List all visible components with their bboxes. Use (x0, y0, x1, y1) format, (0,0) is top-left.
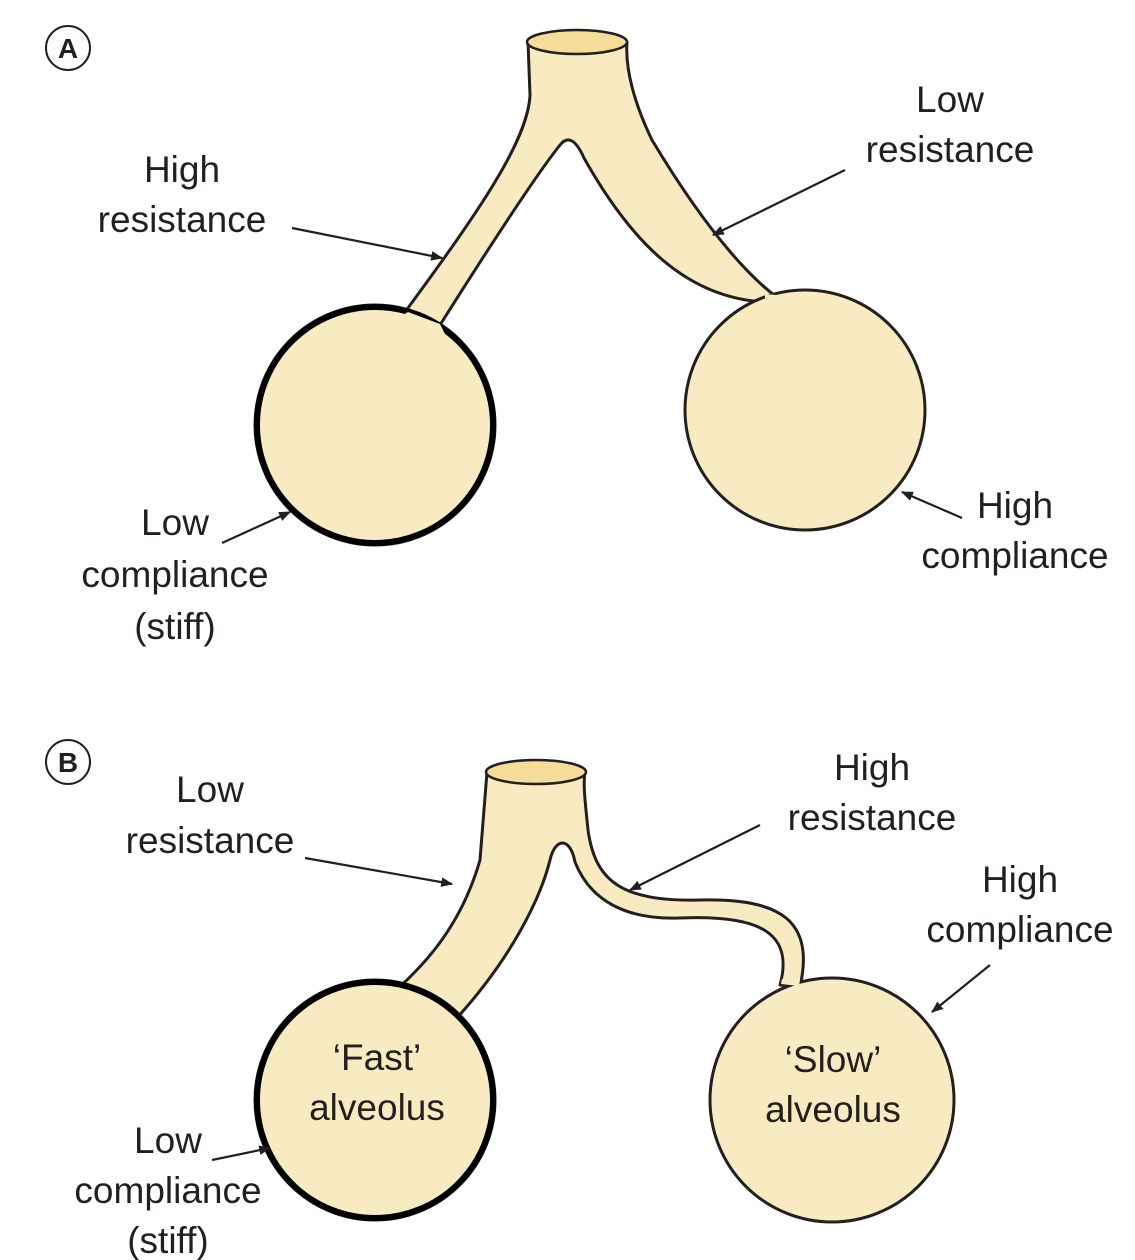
svg-text:High: High (982, 859, 1058, 900)
panel-a-airway (403, 40, 812, 327)
panel-b: B ‘Fast’ alveolus ‘Slow’ alveolus Low re… (45, 739, 1114, 1260)
fast-alveolus-label: ‘Fast’ alveolus (309, 1037, 445, 1128)
panel-a-left-alveolus-label: Low compliance (stiff) (81, 502, 268, 647)
svg-text:resistance: resistance (788, 797, 957, 838)
panel-a-badge: A (45, 25, 91, 71)
panel-a-left-airway-label: High resistance (98, 149, 267, 240)
svg-text:‘Slow’: ‘Slow’ (785, 1039, 882, 1080)
panel-b-left-alveolus-arrow (211, 1145, 272, 1162)
panel-b-airway (383, 770, 805, 1022)
panel-a-left-alveolus-arrow (221, 510, 292, 545)
svg-text:High: High (977, 485, 1053, 526)
svg-text:compliance: compliance (81, 554, 268, 595)
svg-text:alveolus: alveolus (309, 1087, 445, 1128)
panel-a-right-airway-label: Low resistance (866, 79, 1035, 170)
panel-b-left-alveolus-stiff-wall (254, 979, 496, 1221)
panel-b-badge: B (45, 739, 91, 785)
svg-text:compliance: compliance (926, 909, 1113, 950)
panel-b-left-airway-arrow (304, 856, 454, 887)
panel-a-right-alveolus-arrow (900, 490, 963, 520)
panel-b-right-airway-arrow (628, 824, 761, 891)
svg-text:Low: Low (916, 79, 984, 120)
panel-a-airway-opening (525, 28, 629, 56)
panel-a-right-alveolus (683, 288, 927, 532)
panel-b-right-alveolus-label: High compliance (926, 859, 1113, 950)
panel-b-right-alveolus (708, 976, 956, 1224)
panel-b-right-alveolus-arrow (931, 964, 991, 1013)
svg-text:compliance: compliance (74, 1170, 261, 1211)
panel-b-left-alveolus-label: Low compliance (stiff) (74, 1120, 261, 1260)
svg-text:‘Fast’: ‘Fast’ (333, 1037, 421, 1078)
panel-a-left-airway-arrow (291, 226, 444, 261)
svg-text:High: High (144, 149, 220, 190)
panel-b-left-airway-label: Low resistance (126, 769, 295, 861)
svg-text:(stiff): (stiff) (134, 606, 216, 647)
panel-b-right-airway-label: High resistance (788, 747, 957, 838)
slow-alveolus-label: ‘Slow’ alveolus (765, 1039, 901, 1130)
svg-text:(stiff): (stiff) (127, 1220, 209, 1260)
panel-b-letter: B (58, 747, 78, 778)
panel-a-letter: A (58, 33, 78, 64)
panel-a-left-alveolus-stiff-wall (254, 304, 496, 546)
svg-text:alveolus: alveolus (765, 1089, 901, 1130)
panel-b-airway-tree (253, 758, 956, 1224)
panel-a: A High resistance Low resistance Low com… (45, 25, 1109, 647)
svg-text:Low: Low (134, 1120, 202, 1161)
panel-a-airway-tree (253, 28, 927, 547)
panel-b-airway-opening (484, 758, 588, 786)
svg-text:resistance: resistance (126, 820, 295, 861)
svg-text:resistance: resistance (98, 199, 267, 240)
panel-a-right-airway-arrow (711, 169, 846, 236)
svg-text:compliance: compliance (921, 535, 1108, 576)
svg-text:resistance: resistance (866, 129, 1035, 170)
svg-text:Low: Low (141, 502, 209, 543)
svg-text:High: High (834, 747, 910, 788)
panel-a-right-alveolus-label: High compliance (921, 485, 1108, 576)
svg-text:Low: Low (176, 769, 244, 810)
